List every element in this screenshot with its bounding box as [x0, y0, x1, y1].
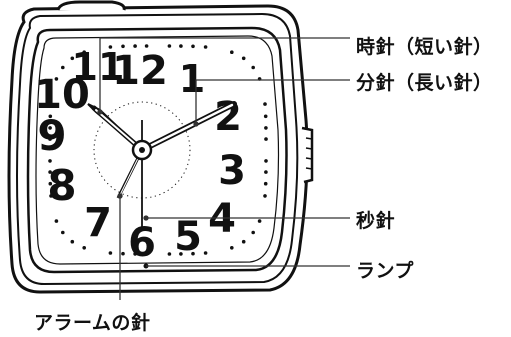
minute-dot [144, 44, 149, 48]
minute-dot [82, 246, 86, 250]
minute-dot [263, 194, 267, 198]
alarm-hand-label: アラームの針 [34, 312, 151, 334]
minute-dot [49, 194, 53, 198]
minute-dot [108, 251, 113, 255]
minute-dot [133, 44, 137, 48]
minute-dot [203, 251, 208, 255]
clock-hands [87, 101, 237, 228]
minute-dot [48, 114, 53, 119]
minute-dot [54, 219, 59, 223]
minute-dot [241, 56, 246, 61]
minute-dot [191, 44, 195, 49]
minute-dot [61, 230, 65, 235]
minute-dot [263, 181, 268, 186]
minute-dot [264, 170, 268, 174]
dial-numeral: 12 [112, 48, 168, 94]
minute-dot [70, 239, 75, 244]
minute-hand-label: 分針（長い針） [356, 72, 493, 94]
minute-dot [121, 251, 125, 256]
leader-lines [97, 37, 350, 300]
minute-dot [121, 44, 125, 49]
dial-numeral: 1 [179, 57, 205, 101]
minute-dot [264, 159, 268, 163]
hour-hand-label: 時針（短い針） [356, 36, 493, 58]
second-hand-label: 秒針 [356, 210, 396, 232]
leader-minute [195, 79, 350, 124]
minute-dot [251, 230, 255, 235]
minute-dot [179, 252, 183, 256]
minute-dot [70, 56, 75, 61]
minute-dot [263, 114, 268, 119]
minute-dot [61, 65, 65, 70]
lamp-label: ランプ [356, 260, 414, 282]
minute-dot [49, 102, 53, 106]
minute-dot [251, 65, 255, 70]
minute-dot [179, 44, 183, 48]
minute-dot [54, 77, 59, 81]
minute-dot [203, 45, 208, 49]
minute-dot [108, 45, 113, 49]
minute-dot [82, 50, 86, 54]
dial-numeral: 7 [84, 200, 112, 246]
minute-dots [48, 44, 268, 256]
minute-dot [167, 44, 172, 48]
dial-numeral: 4 [208, 196, 236, 242]
dial-numeral: 10 [34, 72, 90, 118]
minute-dot [264, 126, 268, 130]
leader-hour [99, 37, 350, 112]
minute-dot [48, 137, 52, 141]
minute-dot [241, 239, 246, 244]
minute-dot [48, 126, 52, 130]
dial-numeral: 3 [218, 148, 246, 194]
dial-numeral: 5 [174, 214, 202, 260]
minute-dot [48, 170, 52, 174]
dial-numeral: 2 [214, 94, 242, 140]
minute-dot [257, 219, 262, 223]
minute-dot [264, 137, 268, 141]
minute-dot [167, 252, 172, 256]
dial-numeral: 11 [72, 45, 125, 89]
minute-dot [230, 50, 234, 54]
minute-dot [230, 246, 234, 250]
minute-dot [263, 102, 267, 106]
dial-numeral: 9 [37, 111, 66, 160]
minute-dot [48, 181, 53, 186]
clock-face [26, 26, 288, 274]
minute-dot [191, 251, 195, 256]
minute-dot [144, 252, 149, 256]
dial-numeral: 8 [47, 161, 76, 210]
minute-dot [133, 252, 137, 256]
minute-dot [48, 159, 52, 163]
